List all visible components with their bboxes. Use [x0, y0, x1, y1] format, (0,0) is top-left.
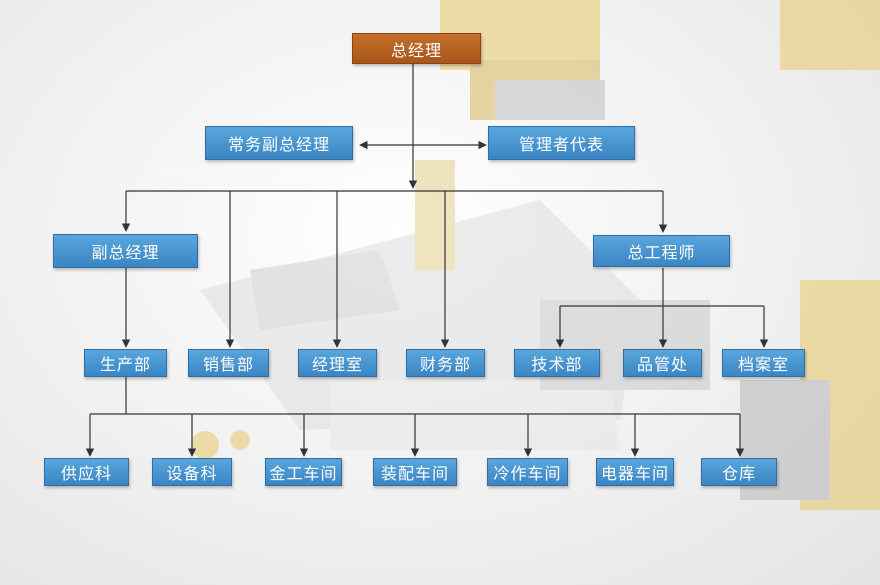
node-electrical-workshop: 电器车间	[596, 458, 674, 486]
node-general-manager: 总经理	[352, 33, 481, 64]
node-deputy-gm: 副总经理	[53, 234, 198, 268]
node-sales-dept: 销售部	[188, 349, 269, 377]
node-finance-dept: 财务部	[406, 349, 485, 377]
node-cold-work-workshop: 冷作车间	[487, 458, 568, 486]
node-manager-office: 经理室	[298, 349, 377, 377]
node-metalwork-workshop: 金工车间	[265, 458, 342, 486]
node-management-representative: 管理者代表	[488, 126, 635, 160]
node-executive-deputy-gm: 常务副总经理	[205, 126, 353, 160]
node-assembly-workshop: 装配车间	[373, 458, 457, 486]
node-supply-section: 供应科	[44, 458, 129, 486]
node-archives-room: 档案室	[722, 349, 805, 377]
node-production-dept: 生产部	[84, 349, 167, 377]
node-chief-engineer: 总工程师	[593, 235, 730, 267]
node-quality-office: 品管处	[623, 349, 702, 377]
node-technology-dept: 技术部	[514, 349, 600, 377]
node-equipment-section: 设备科	[152, 458, 232, 486]
node-warehouse: 仓库	[701, 458, 777, 486]
watermark-text: 销售副总经理	[160, 164, 263, 182]
